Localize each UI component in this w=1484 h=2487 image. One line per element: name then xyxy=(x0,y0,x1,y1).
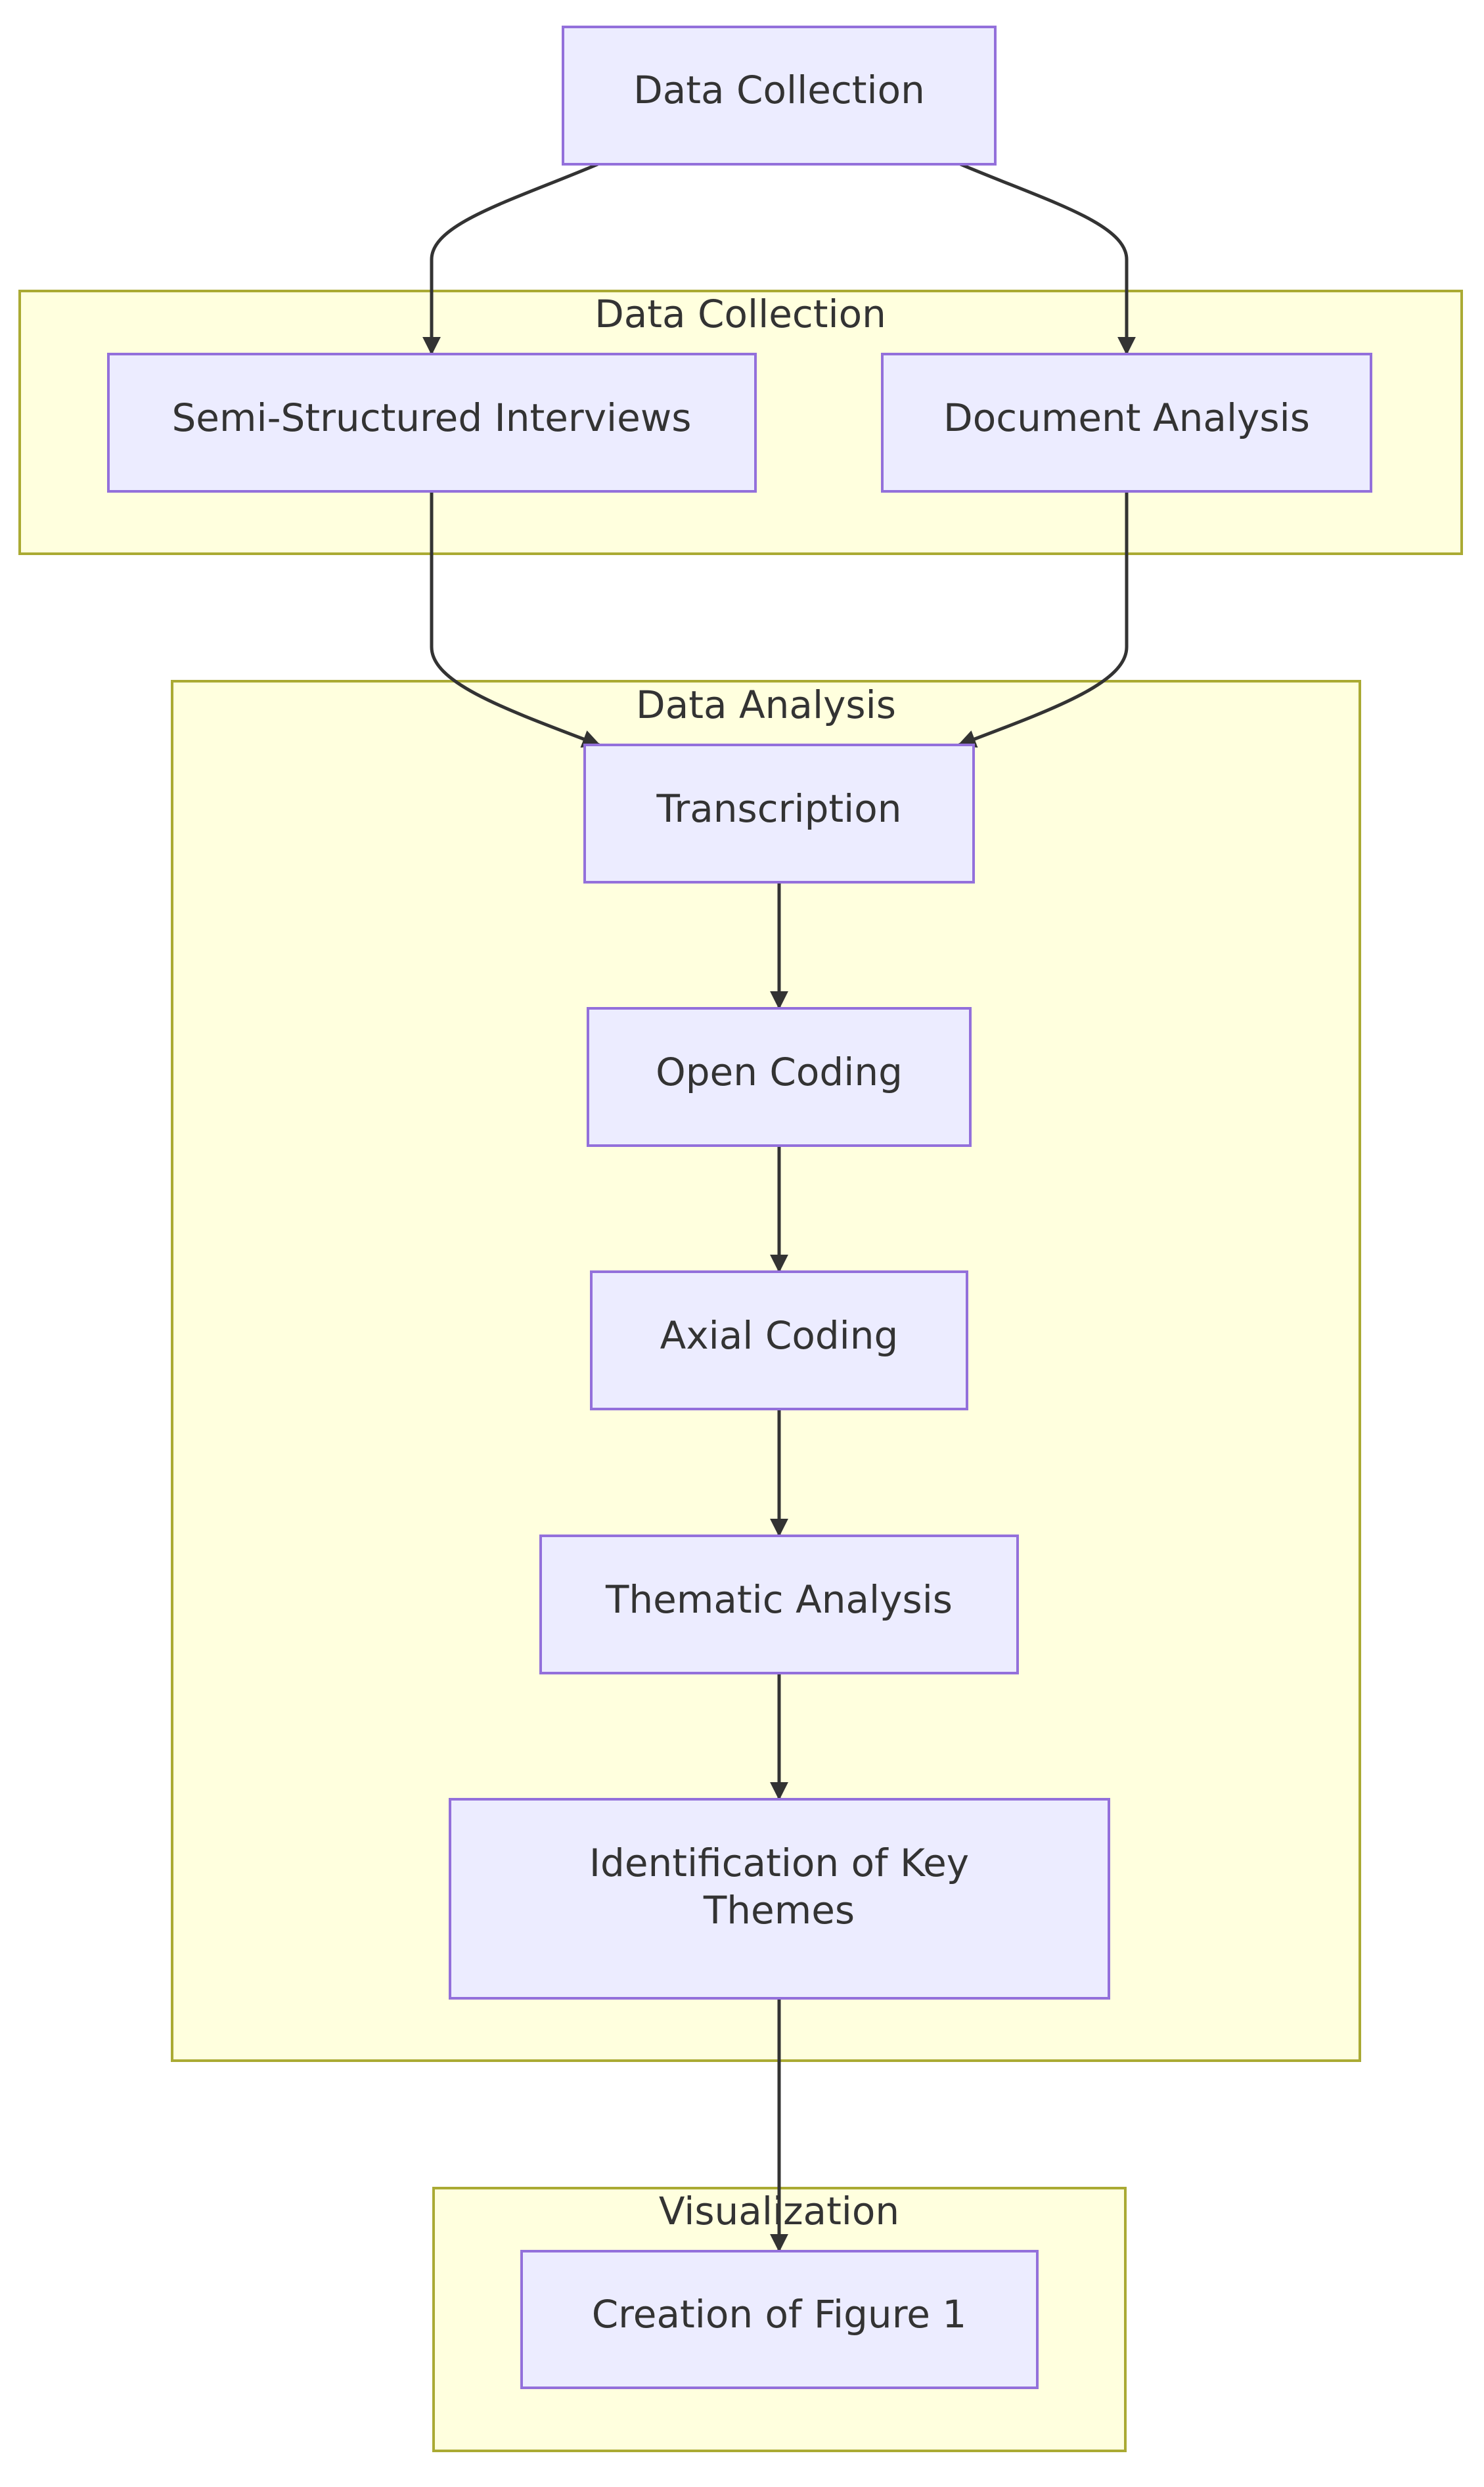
edge-interviews-to-transcription xyxy=(430,491,601,748)
node-data-collection[interactable]: Data Collection xyxy=(562,26,997,166)
node-transcription-box[interactable] xyxy=(583,744,975,884)
node-document-analysis-box[interactable] xyxy=(881,353,1372,493)
node-semi-structured-interviews-box[interactable] xyxy=(107,353,757,493)
node-semi-structured-interviews[interactable]: Semi-Structured Interviews xyxy=(107,353,757,493)
node-creation-of-figure-1-label: Creation of Figure 1 xyxy=(592,2292,967,2337)
node-identification-of-key-themes[interactable]: Identification of Key Themes xyxy=(449,1798,1110,2000)
node-thematic-analysis-label: Thematic Analysis xyxy=(605,1577,953,1622)
node-axial-coding-box[interactable] xyxy=(590,1270,968,1410)
node-identification-of-key-themes-label-line1: Identification of Key xyxy=(589,1841,969,1885)
node-identification-of-key-themes-label-line2: Themes xyxy=(703,1888,855,1933)
node-open-coding[interactable]: Open Coding xyxy=(587,1007,972,1147)
node-identification-of-key-themes-box[interactable] xyxy=(449,1798,1110,2000)
cluster-data-collection-label: Data Collection xyxy=(595,292,886,336)
node-data-collection-label: Data Collection xyxy=(633,68,925,112)
node-document-analysis-label: Document Analysis xyxy=(943,395,1310,440)
edge-collection-to-interviews xyxy=(422,162,598,355)
node-open-coding-label: Open Coding xyxy=(656,1050,903,1094)
edge-collection-to-documents xyxy=(960,162,1136,355)
node-semi-structured-interviews-label: Semi-Structured Interviews xyxy=(171,395,691,440)
node-thematic-analysis[interactable]: Thematic Analysis xyxy=(539,1535,1019,1674)
node-thematic-analysis-box[interactable] xyxy=(539,1535,1019,1674)
node-transcription[interactable]: Transcription xyxy=(583,744,975,884)
edge-documents-to-transcription xyxy=(957,491,1129,748)
cluster-data-analysis-label: Data Analysis xyxy=(636,683,896,727)
edges xyxy=(422,162,1136,2252)
node-document-analysis[interactable]: Document Analysis xyxy=(881,353,1372,493)
node-creation-of-figure-1-box[interactable] xyxy=(520,2250,1039,2389)
node-open-coding-box[interactable] xyxy=(587,1007,972,1147)
node-creation-of-figure-1[interactable]: Creation of Figure 1 xyxy=(520,2250,1039,2389)
node-data-collection-box[interactable] xyxy=(562,26,997,166)
node-transcription-label: Transcription xyxy=(656,786,901,831)
node-axial-coding-label: Axial Coding xyxy=(660,1313,899,1358)
node-axial-coding[interactable]: Axial Coding xyxy=(590,1270,968,1410)
